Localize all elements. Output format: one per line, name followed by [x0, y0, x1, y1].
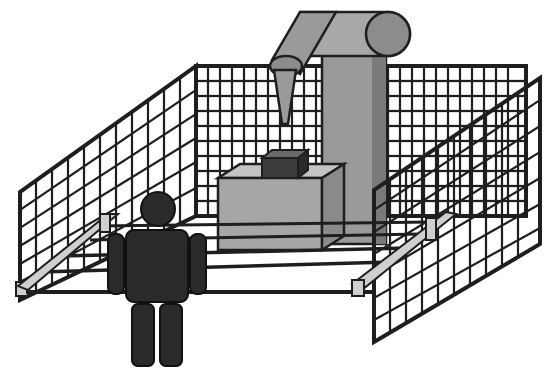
workpiece [262, 150, 308, 178]
operator-right-arm [190, 234, 206, 294]
operator-left-arm [108, 234, 124, 294]
operator-head [141, 192, 175, 226]
operator-right-leg [160, 304, 182, 366]
operator-torso [126, 230, 188, 302]
right-sensor-post [352, 280, 364, 296]
operator-left-leg [132, 304, 154, 366]
robot-shoulder-joint [366, 12, 410, 56]
